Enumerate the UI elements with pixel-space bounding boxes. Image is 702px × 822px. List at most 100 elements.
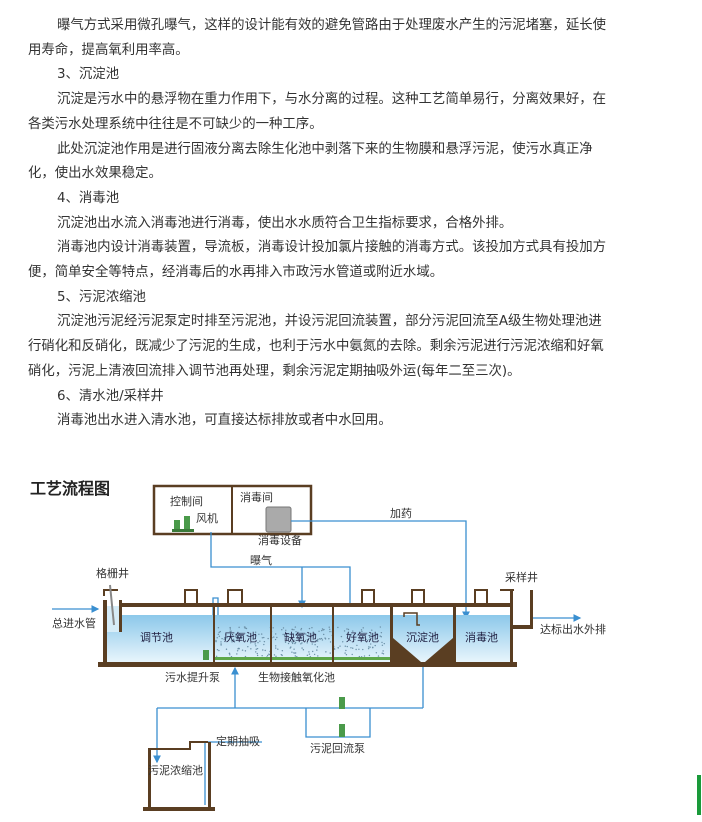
bio-media-dot: [230, 635, 232, 637]
bio-media-dot: [281, 650, 284, 652]
label-dosing: 加药: [390, 507, 412, 520]
diagram-title: 工艺流程图: [30, 479, 111, 498]
bio-media-dot: [345, 649, 347, 652]
bio-media-dot: [298, 635, 301, 637]
bio-media-dot: [306, 654, 309, 656]
bio-media-dot: [370, 634, 372, 636]
bio-media-dot: [263, 643, 265, 646]
paragraph-line: 消毒池内设计消毒装置，导流板，消毒设计投加氯片接触的消毒方式。该投加方式具有投加…: [57, 240, 607, 256]
bio-media-dot: [354, 638, 356, 641]
bio-media-dot: [318, 630, 320, 633]
bio-media-dot: [316, 646, 319, 648]
paragraph-line: 此处沉淀池作用是进行固液分离去除生化池中剥落下来的生物膜和悬浮污泥，使污水真正净: [57, 141, 593, 157]
bio-media-dot: [293, 652, 295, 654]
bio-media-dot: [317, 655, 319, 657]
paragraph-line: 沉淀池出水流入消毒池进行消毒，使出水水质符合卫生指标要求，合格外排。: [57, 215, 513, 231]
bio-media-dot: [358, 631, 361, 634]
bio-media-dot: [293, 648, 295, 650]
bio-media-dot: [308, 653, 311, 655]
bio-media-dot: [261, 654, 263, 657]
bio-media-dot: [225, 634, 227, 636]
bio-media-dot: [229, 654, 231, 656]
bio-media-dot: [273, 654, 276, 656]
bio-media-dot: [383, 642, 385, 645]
bio-media-dot: [255, 635, 257, 637]
bio-media-dot: [306, 638, 309, 641]
bio-media-dot: [281, 629, 283, 631]
bio-media-dot: [275, 647, 277, 649]
bio-media-dot: [255, 645, 257, 647]
bio-media-dot: [369, 643, 372, 645]
bio-media-dot: [329, 628, 331, 630]
bio-media-dot: [382, 650, 384, 652]
bio-media-dot: [337, 647, 339, 649]
bio-media-dot: [322, 629, 324, 631]
bio-media-dot: [382, 653, 385, 655]
bio-media-dot: [301, 633, 303, 635]
bio-media-dot: [365, 638, 367, 641]
bio-media-dot: [291, 628, 294, 631]
bio-media-dot: [355, 648, 357, 651]
bio-media-dot: [312, 635, 314, 637]
bio-media-dot: [274, 638, 277, 641]
bio-media-dot: [277, 648, 279, 650]
bio-media-dot: [368, 654, 371, 657]
bio-media-dot: [244, 626, 246, 628]
bio-media-dot: [261, 637, 264, 639]
paragraph-line: 4、消毒池: [57, 190, 120, 206]
paragraph-line: 行硝化和反硝化，既减少了污泥的生成，也利于污水中氨氮的去除。剩余污泥进行污泥浓缩…: [28, 339, 604, 355]
disinfection-equipment-box: [265, 506, 292, 533]
paragraph-line: 沉淀是污水中的悬浮物在重力作用下，与水分离的过程。这种工艺简单易行，分离效果好，…: [57, 92, 607, 108]
bio-media-dot: [305, 633, 307, 635]
bio-media-dot: [257, 641, 259, 644]
bio-media-dot: [340, 635, 343, 638]
bio-media-dot: [287, 633, 290, 635]
bio-media-dot: [352, 630, 354, 632]
bio-media-dot: [282, 627, 285, 629]
paragraph-line: 便，简单安全等特点，经消毒后的水再排入市政污水管道或附近水域。: [28, 265, 444, 280]
label-lift-pump: 污水提升泵: [165, 671, 220, 684]
bio-media-dot: [216, 637, 218, 639]
bio-media-dot: [228, 652, 231, 655]
bio-media-dot: [274, 633, 277, 635]
bio-media-dot: [306, 642, 308, 644]
bio-media-dot: [258, 633, 260, 636]
bio-media-dot: [240, 636, 243, 638]
bio-media-dot: [308, 634, 310, 637]
bio-media-dot: [329, 641, 332, 643]
label-periodic-suction: 定期抽吸: [216, 735, 260, 748]
paragraph-line: 硝化，污泥上清液回流排入调节池再处理，剩余污泥定期抽吸外运(每年二至三次)。: [28, 363, 521, 379]
bio-media-dot: [329, 630, 331, 633]
bio-media-dot: [351, 653, 353, 656]
bio-media-dot: [292, 633, 294, 635]
bio-media-dot: [358, 655, 361, 658]
bio-media-dot: [302, 649, 305, 651]
bio-media-dot: [344, 652, 346, 654]
bio-media-dot: [300, 627, 303, 630]
bio-media-dot: [256, 647, 259, 650]
bio-media-dot: [371, 629, 373, 631]
bio-media-dot: [266, 654, 269, 657]
bio-media-dot: [300, 643, 302, 645]
bio-media-dot: [274, 645, 277, 647]
bio-media-dot: [318, 638, 321, 640]
bio-media-dot: [236, 636, 238, 638]
bio-media-dot: [301, 642, 303, 644]
bio-media-dot: [291, 641, 293, 643]
label-disinfection-room: 消毒间: [240, 491, 273, 504]
aeration-pipe: [210, 532, 351, 607]
bio-media-dot: [368, 636, 371, 639]
bio-media-dot: [325, 651, 327, 653]
bio-media-dot: [220, 643, 222, 645]
bio-media-dot: [324, 638, 327, 640]
bio-media-dot: [337, 626, 339, 629]
bio-media-dot: [328, 626, 330, 628]
bio-media-dot: [311, 650, 314, 653]
bio-media-dot: [294, 655, 297, 657]
paragraph-line: 各类污水处理系统中往往是不可缺少的一种工序。: [28, 116, 323, 132]
bio-media-dot: [259, 640, 261, 642]
bio-media-dot: [218, 631, 220, 634]
bio-media-dot: [236, 639, 238, 642]
bio-media-dot: [347, 628, 350, 631]
bio-media-dot: [362, 627, 364, 629]
